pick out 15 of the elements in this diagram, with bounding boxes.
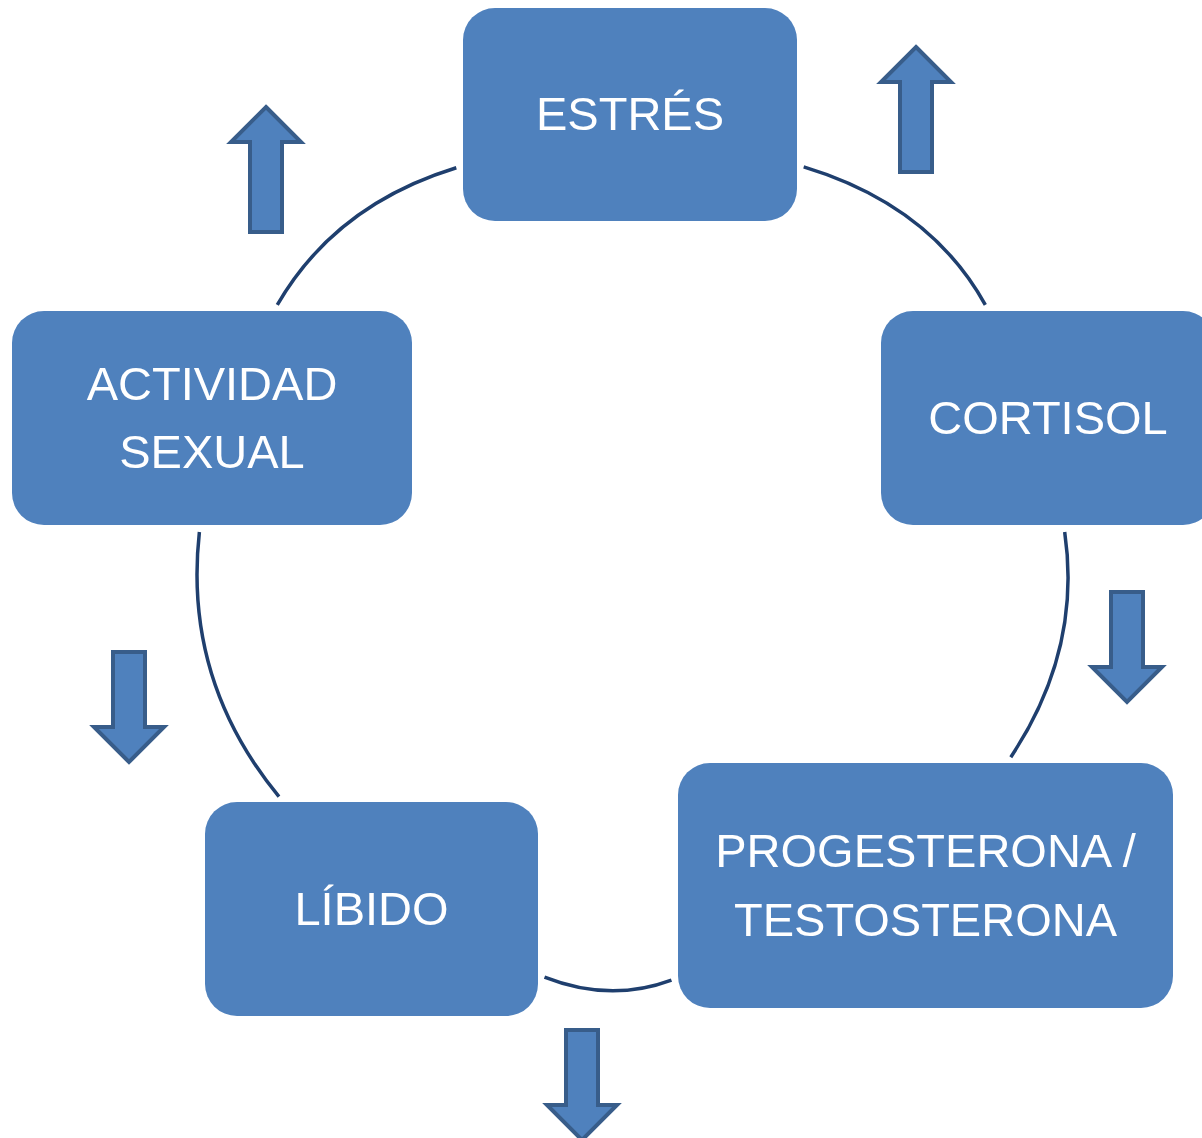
connector-arc (803, 165, 987, 306)
connector-arc (195, 531, 281, 798)
process-box (463, 8, 797, 221)
connector-arc (543, 975, 672, 993)
process-box (881, 311, 1202, 525)
node-label: CORTISOL (927, 389, 1169, 446)
node-label: ESTRÉS (534, 86, 725, 143)
process-box (205, 802, 538, 1016)
connector-arc (275, 166, 457, 306)
node-label: PROGESTERONA / TESTOSTERONA (714, 823, 1137, 948)
node-label: LÍBIDO (293, 880, 450, 937)
connector-arc (1009, 531, 1070, 759)
process-box (12, 311, 412, 525)
node-label: ACTIVIDAD SEXUAL (85, 355, 339, 480)
process-box (678, 763, 1173, 1008)
